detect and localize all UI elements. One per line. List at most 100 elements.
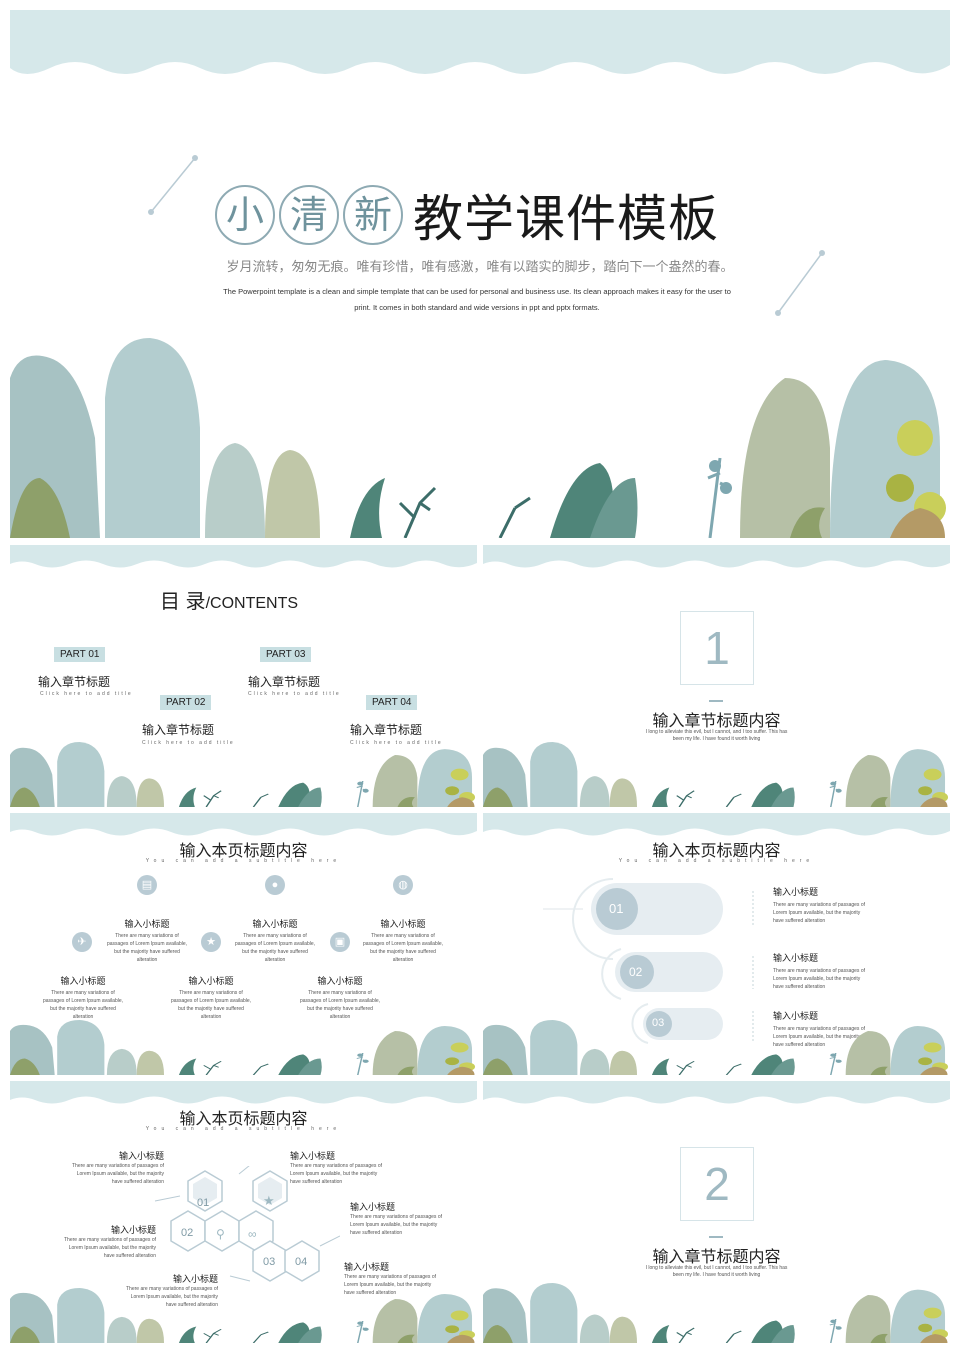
item-title: 输入小标题	[380, 919, 426, 929]
item-title: 输入小标题	[290, 1151, 336, 1161]
item-title: 输入小标题	[344, 1262, 390, 1272]
pill-number: 02	[629, 965, 643, 979]
page-subtitle: You can add a subtitle here	[145, 858, 342, 864]
item-line: but the majority have suffered	[114, 949, 180, 955]
contents-title-en: /CONTENTS	[205, 595, 299, 612]
hex-number: 03	[263, 1256, 276, 1268]
item-line: There are many variations of passages of	[344, 1274, 436, 1280]
item-line: There are many variations of passages of	[773, 902, 865, 908]
item-line: have suffered alteration	[773, 984, 826, 990]
plane-icon: ✈	[72, 932, 92, 952]
hexagon-slide: 输入本页标题内容 You can add a subtitle here 01 …	[10, 1081, 477, 1343]
icon-item: 输入小标题 There are many variations of passa…	[225, 917, 325, 964]
part-title: 输入章节标题	[248, 675, 321, 689]
wave-decoration	[483, 813, 950, 836]
wave-decoration	[10, 545, 477, 568]
item-line: Lorem Ipsum available, but the majority	[773, 1034, 861, 1040]
contents-slide: 目 录 /CONTENTS PART 01 输入章节标题 Click here …	[10, 545, 477, 807]
item-title: 输入小标题	[110, 1225, 156, 1235]
item-line: have suffered alteration	[350, 1230, 403, 1236]
item-line: There are many variations of passages of	[773, 1026, 865, 1032]
item-title: 输入小标题	[773, 887, 819, 897]
item-line: Lorem Ipsum available, but the majority	[290, 1171, 378, 1177]
item-title: 输入小标题	[252, 919, 298, 929]
item-line: have suffered alteration	[773, 918, 826, 924]
hex-number: 02	[181, 1227, 194, 1239]
item-title: 输入小标题	[124, 919, 170, 929]
item-line: There are many variations of passages of	[290, 1163, 382, 1169]
plant-illustration	[483, 742, 949, 807]
cover-title: 小 清 新 教学课件模板	[215, 180, 719, 250]
globe-icon: ◍	[393, 875, 413, 895]
icon-item: 输入小标题 There are many variations of passa…	[353, 917, 453, 964]
wave-decoration	[10, 10, 950, 74]
plant-illustration	[483, 1020, 949, 1075]
hex-item: 输入小标题 There are many variations of passa…	[350, 1200, 460, 1237]
item-line: alteration	[136, 957, 158, 963]
item-line: have suffered alteration	[773, 1042, 826, 1048]
item-line: Lorem Ipsum available, but the majority	[350, 1222, 438, 1228]
pill-number: 03	[652, 1017, 665, 1029]
item-line: alteration	[392, 957, 414, 963]
section-desc-1: I long to alleviate this evil, but I can…	[645, 1265, 788, 1271]
item-line: but the majority have suffered	[50, 1006, 116, 1012]
icon-item: 输入小标题 There are many variations of passa…	[290, 974, 390, 1021]
item-line: Lorem Ipsum available, but the majority	[773, 976, 861, 982]
part-title: 输入章节标题	[350, 723, 423, 737]
item-line: have suffered alteration	[165, 1302, 218, 1308]
page-title: 输入本页标题内容	[652, 843, 781, 860]
pill-diagram	[543, 878, 754, 1044]
wave-decoration	[10, 1081, 477, 1104]
pill-item: 输入小标题 There are many variations of passa…	[773, 885, 883, 925]
item-line: but the majority have suffered	[178, 1006, 244, 1012]
item-line: There are many variations of passages of	[773, 968, 865, 974]
item-line: passages of Lorem Ipsum available,	[234, 941, 316, 947]
icon-grid-slide: 输入本页标题内容 You can add a subtitle here ▤ ●…	[10, 813, 477, 1075]
item-line: but the majority have suffered	[370, 949, 436, 955]
item-title: 输入小标题	[188, 976, 234, 986]
item-line: have suffered alteration	[290, 1179, 343, 1185]
wave-decoration	[483, 545, 950, 568]
hex-item: 输入小标题 There are many variations of passa…	[54, 1149, 164, 1186]
section-1-slide: 1 输入章节标题内容 I long to alleviate this evil…	[483, 545, 950, 807]
item-line: Lorem Ipsum available, but the majority	[773, 910, 861, 916]
item-title: 输入小标题	[172, 1274, 218, 1284]
item-line: alteration	[200, 1014, 222, 1020]
item-line: passages of Lorem Ipsum available,	[42, 998, 124, 1004]
item-line: Lorem Ipsum available, but the majority	[130, 1294, 218, 1300]
section-number: 1	[680, 611, 754, 685]
plant-illustration	[483, 1283, 949, 1343]
section-title: 输入章节标题内容	[652, 713, 781, 730]
pill-number: 01	[609, 901, 624, 916]
part-subtitle: Click here to add title	[142, 740, 235, 746]
hex-item: 输入小标题 There are many variations of passa…	[290, 1149, 400, 1186]
item-line: There are many variations of	[243, 933, 307, 939]
page-title: 输入本页标题内容	[179, 1111, 308, 1128]
item-title: 输入小标题	[350, 1202, 396, 1212]
section-divider	[709, 700, 723, 702]
icon-item: 输入小标题 There are many variations of passa…	[161, 974, 261, 1021]
contents-title: 目 录 /CONTENTS	[160, 585, 298, 614]
contents-title-cn: 目 录	[160, 591, 206, 613]
section-title: 输入章节标题内容	[652, 1249, 781, 1266]
hex-item: 输入小标题 There are many variations of passa…	[344, 1260, 454, 1297]
item-line: There are many variations of	[308, 990, 372, 996]
item-line: Lorem Ipsum available, but the majority	[344, 1282, 432, 1288]
hex-item: 输入小标题 There are many variations of passa…	[54, 1223, 156, 1260]
item-line: There are many variations of	[371, 933, 435, 939]
star-icon: ★	[263, 1193, 275, 1208]
plant-illustration	[10, 338, 948, 538]
cover-subtitle: 岁月流转，匆匆无痕。唯有珍惜，唯有感激，唯有以踏实的脚步，踏向下一个盎然的春。	[226, 259, 734, 274]
line-decoration	[775, 250, 825, 316]
section-desc-2: been my life. I have found it worth livi…	[672, 1272, 761, 1278]
search-icon: ⚲	[216, 1227, 225, 1241]
icon-item: 输入小标题 There are many variations of passa…	[97, 917, 197, 964]
item-line: There are many variations of passages of	[72, 1163, 164, 1169]
item-line: alteration	[72, 1014, 94, 1020]
item-line: Lorem Ipsum available, but the majority	[68, 1245, 156, 1251]
star-icon: ★	[201, 932, 221, 952]
cover-desc-1: The Powerpoint template is a clean and s…	[223, 287, 731, 296]
page-title: 输入本页标题内容	[179, 843, 308, 860]
part-subtitle: Click here to add title	[40, 691, 133, 697]
item-line: but the majority have suffered	[242, 949, 308, 955]
